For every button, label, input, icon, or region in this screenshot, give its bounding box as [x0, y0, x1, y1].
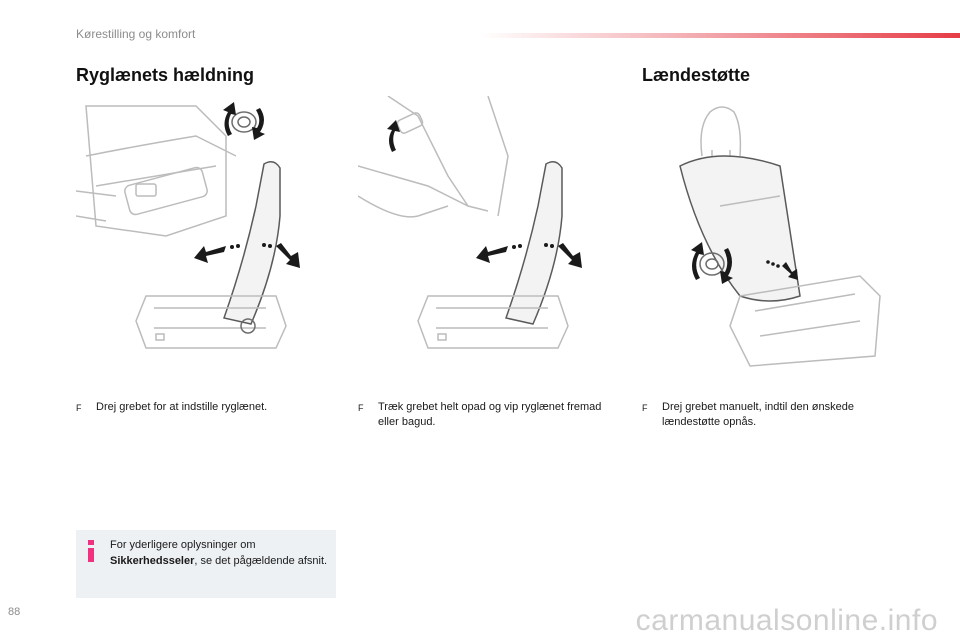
rotate-arrow-icon [223, 102, 236, 136]
page-number: 88 [8, 606, 21, 618]
rotate-arrow-icon [720, 248, 733, 284]
illustration-backrest-lever [358, 96, 582, 349]
step-text: Drej grebet manuelt, indtil den ønskede … [662, 401, 854, 428]
step-rotate-wheel: F Drej grebet for at indstille ryglænet. [76, 400, 336, 416]
info-text-after: , se det pågældende afsnit. [194, 555, 328, 567]
header-accent-bar [480, 33, 960, 38]
section-title-lumbar: Lændestøtte [642, 65, 750, 85]
step-lumbar-wheel: F Drej grebet manuelt, indtil den ønsked… [642, 400, 902, 430]
rotate-arrow-icon [691, 242, 704, 280]
info-text: For yderligere oplysninger om Sikkerheds… [110, 537, 330, 569]
lift-arrow-icon [387, 120, 400, 152]
section-title-backrest: Ryglænets hældning [76, 65, 255, 85]
tilt-forward-arrow-icon [476, 246, 508, 263]
tilt-back-arrow-icon [558, 243, 582, 268]
rotate-arrow-icon [252, 108, 265, 140]
step-text: Træk grebet helt opad og vip ryglænet fr… [378, 401, 602, 428]
step-bullet: F [642, 403, 648, 413]
step-bullet: F [358, 403, 364, 413]
illustration-backrest-wheel [76, 102, 300, 349]
info-box: For yderligere oplysninger om Sikkerheds… [76, 530, 336, 598]
info-text-before: For yderligere oplysninger om [110, 539, 256, 551]
tilt-forward-arrow-icon [194, 246, 226, 263]
running-header: Kørestilling og komfort [76, 27, 196, 41]
info-text-link: Sikkerhedsseler [110, 555, 195, 567]
info-icon [88, 540, 94, 562]
step-bullet: F [76, 403, 82, 413]
push-arrow-icon [782, 262, 798, 280]
watermark: carmanualsonline.info [635, 604, 938, 637]
step-lift-lever: F Træk grebet helt opad og vip ryglænet … [358, 400, 608, 430]
illustration-lumbar-wheel [679, 106, 881, 367]
tilt-back-arrow-icon [276, 243, 300, 268]
step-text: Drej grebet for at indstille ryglænet. [96, 401, 268, 413]
